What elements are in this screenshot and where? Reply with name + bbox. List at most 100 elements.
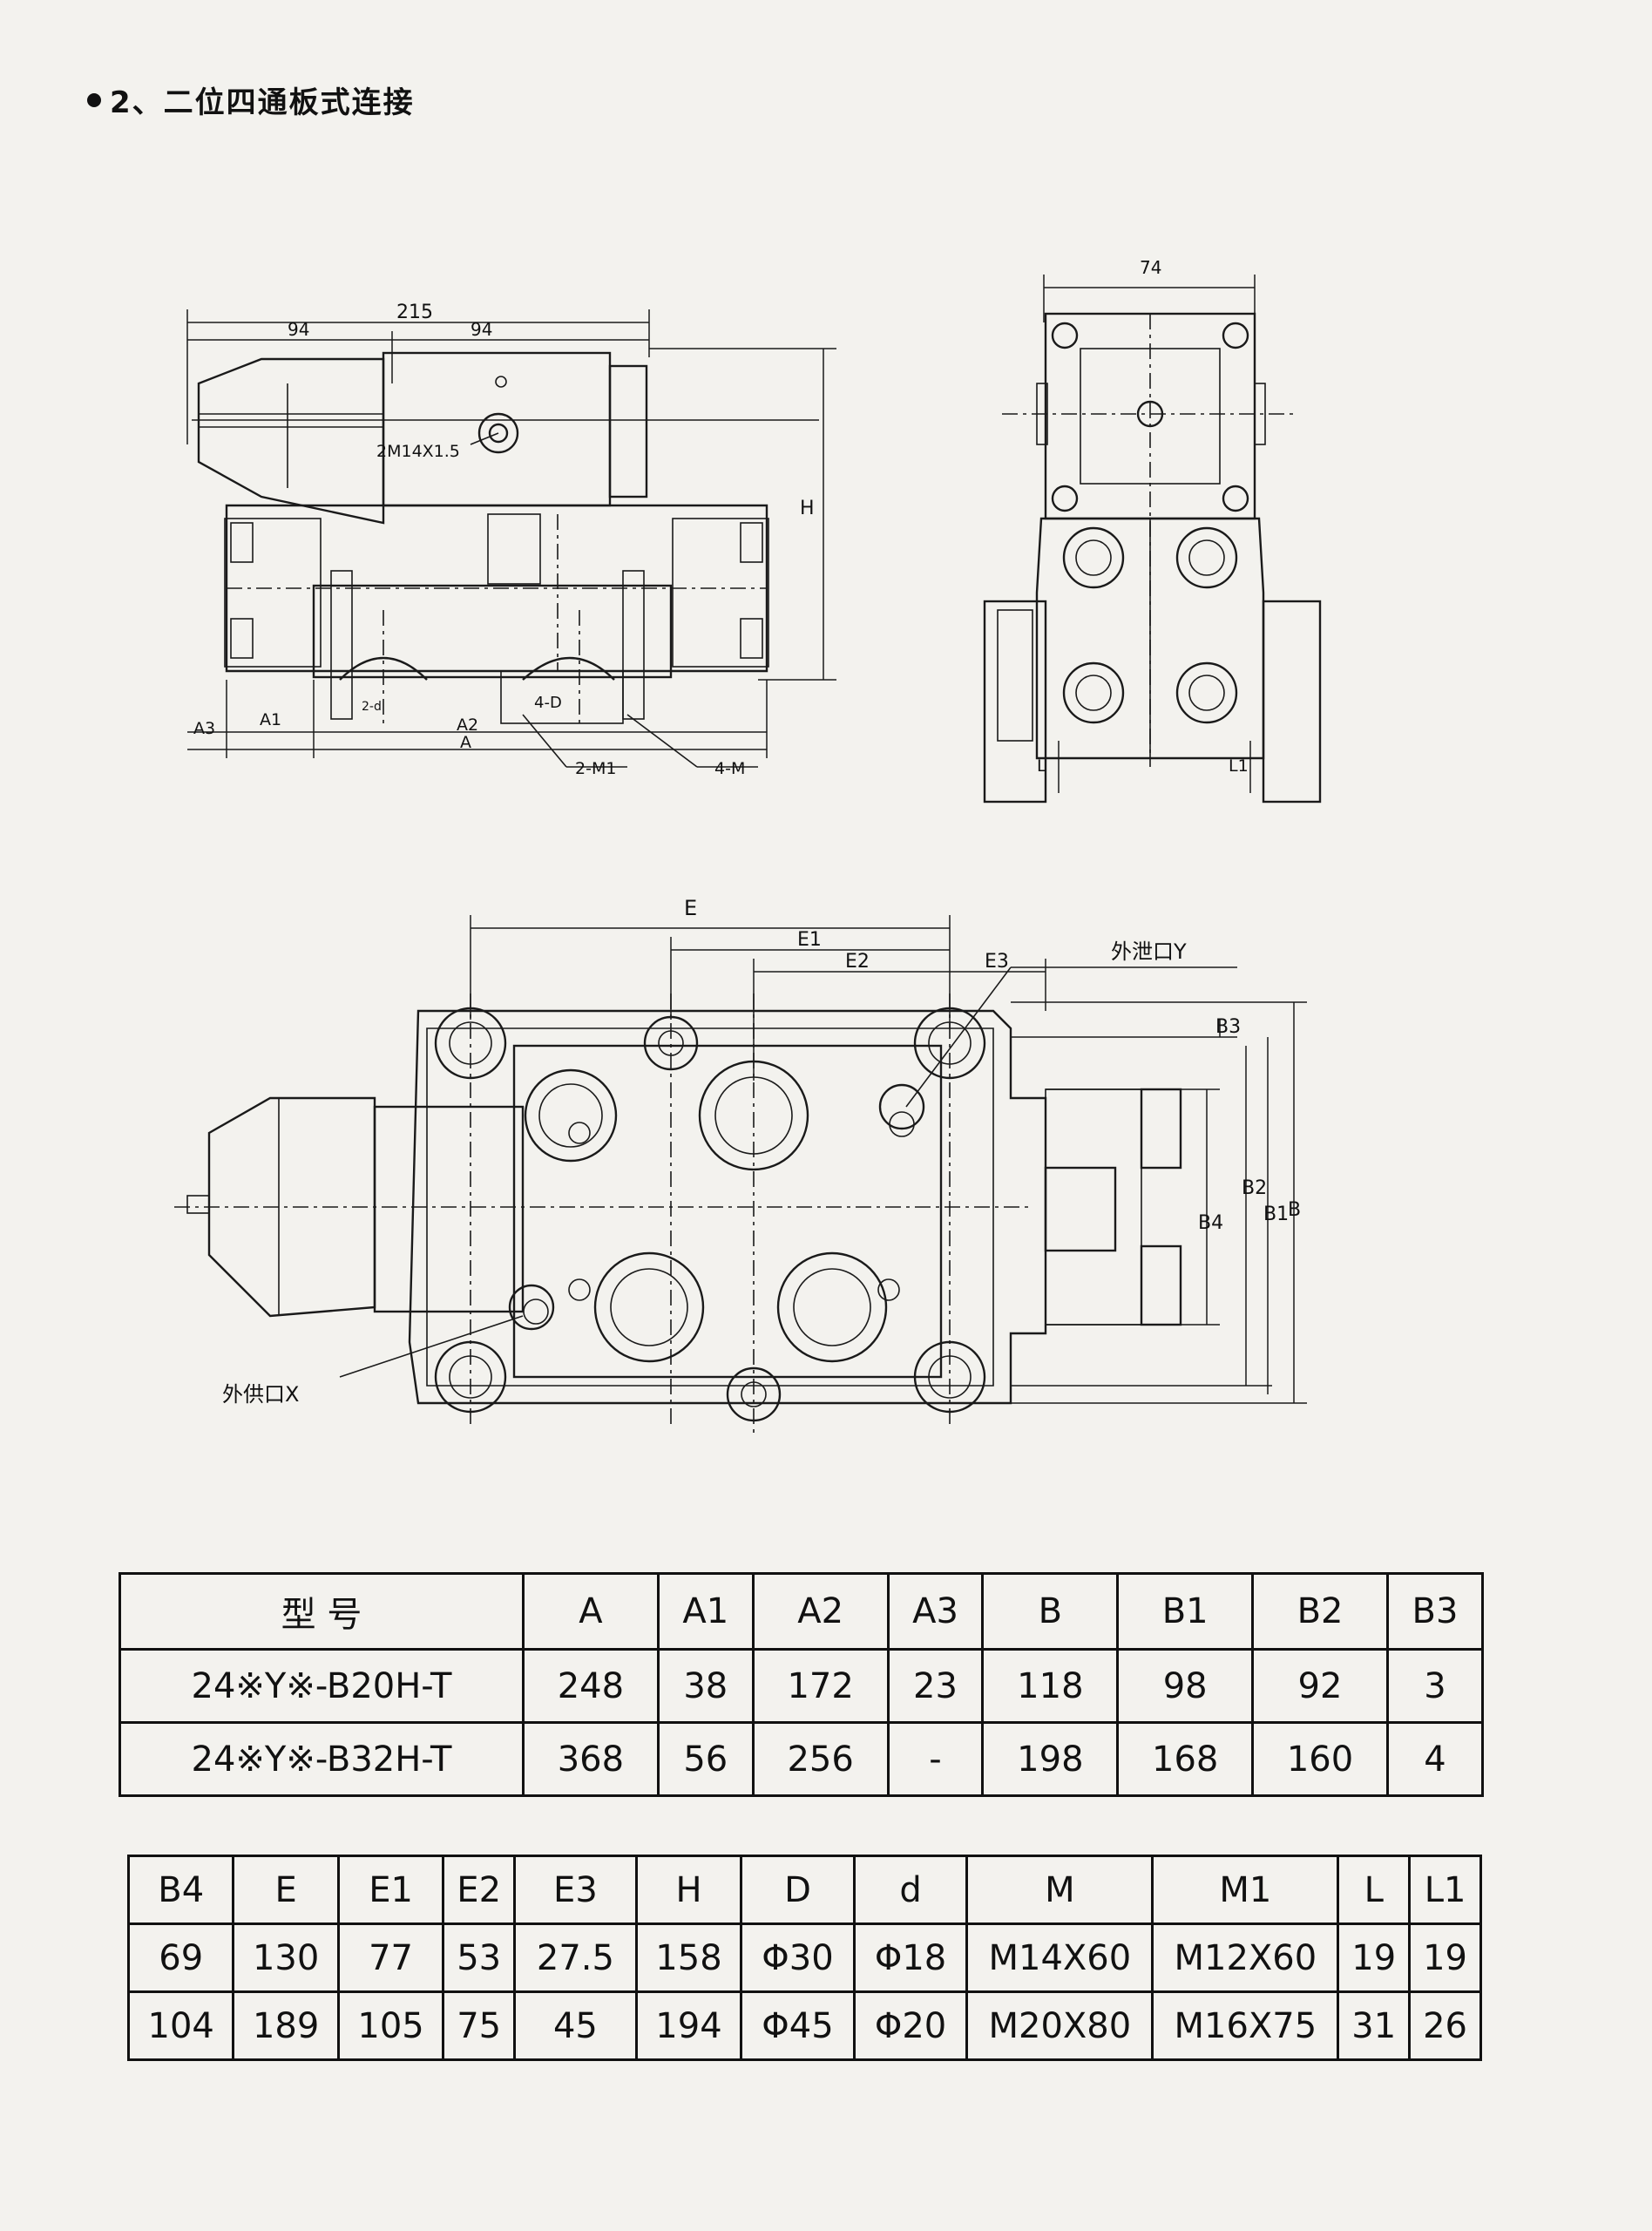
table-cell: 38	[656, 1648, 755, 1724]
plan-view: E E1 E2 E3 外泄口Y	[174, 896, 1307, 1438]
supply-port-label: 外供口X	[222, 1382, 299, 1407]
plan-E-label: E	[684, 896, 697, 920]
table-header: L1	[1408, 1855, 1482, 1925]
table-cell: 194	[634, 1990, 743, 2061]
table-header: B1	[1116, 1572, 1255, 1651]
dim-215-label: 215	[396, 302, 433, 323]
table-cell: 130	[232, 1922, 340, 1993]
section-heading: 2、二位四通板式连接	[87, 78, 415, 121]
table-cell: 19	[1408, 1922, 1482, 1993]
table-header-row: B4 E E1 E2 E3 H D d M M1 L L1	[126, 1855, 1482, 1925]
table-cell: M20X80	[965, 1990, 1154, 2061]
table-header: L	[1337, 1855, 1412, 1925]
table-header: A	[522, 1572, 660, 1651]
plan-E2-label: E2	[845, 951, 870, 973]
table-cell: 31	[1337, 1990, 1412, 2061]
side-view: 74 L L1	[983, 257, 1322, 804]
table-cell: M16X75	[1151, 1990, 1340, 2061]
table-header-row: 型 号 A A1 A2 A3 B B1 B2 B3	[118, 1572, 1485, 1651]
plan-B2-label: B2	[1242, 1177, 1267, 1199]
dim-2d-label: 2-d	[362, 700, 382, 714]
table-header: d	[852, 1855, 969, 1925]
table-cell: 198	[981, 1721, 1120, 1797]
table-row: 104 189 105 75 45 194 Φ45 Φ20 M20X80 M16…	[126, 1990, 1482, 2061]
front-view: 215 94 94 2M14X1.5 H	[186, 302, 836, 778]
dim-94-right-label: 94	[471, 319, 492, 340]
plan-B1-label: B1	[1263, 1204, 1289, 1225]
table-header: 型 号	[118, 1572, 525, 1651]
table-cell: 27.5	[513, 1922, 638, 1993]
dim-A3-label: A3	[193, 719, 215, 738]
table-cell: 118	[981, 1648, 1120, 1724]
table-cell: 256	[751, 1721, 890, 1797]
table-cell: 19	[1337, 1922, 1412, 1993]
table-cell: 168	[1116, 1721, 1255, 1797]
table-cell: 23	[886, 1648, 985, 1724]
dim-4D-label: 4-D	[534, 694, 562, 712]
dim-A1-label: A1	[260, 710, 281, 729]
table-cell: M14X60	[965, 1922, 1154, 1993]
table-row: 69 130 77 53 27.5 158 Φ30 Φ18 M14X60 M12…	[126, 1922, 1482, 1993]
table-header: E3	[513, 1855, 638, 1925]
section-title: 2、二位四通板式连接	[110, 85, 415, 120]
table-cell: 45	[513, 1990, 638, 2061]
table-cell: Φ20	[852, 1990, 969, 2061]
table-row: 24※Y※-B20H-T 248 38 172 23 118 98 92 3	[118, 1648, 1485, 1724]
technical-drawing: 215 94 94 2M14X1.5 H	[174, 257, 1322, 1438]
table-cell: Φ18	[852, 1922, 969, 1993]
table-cell: 4	[1385, 1721, 1485, 1797]
table-cell: 3	[1385, 1648, 1485, 1724]
dim-94-left-label: 94	[288, 319, 309, 340]
dim-A2-label: A2	[457, 715, 478, 735]
table-cell: 368	[522, 1721, 660, 1797]
spec-table-2: B4 E E1 E2 E3 H D d M M1 L L1 69 130 77 …	[126, 1855, 1482, 2061]
port-thread-label: 2M14X1.5	[376, 442, 460, 461]
table-cell: 104	[126, 1990, 235, 2061]
table-cell: 69	[126, 1922, 235, 1993]
table-cell: -	[886, 1721, 985, 1797]
plan-B-label: B	[1288, 1199, 1301, 1221]
table-cell: 92	[1251, 1648, 1389, 1724]
table-cell: 24※Y※-B20H-T	[118, 1648, 525, 1724]
plan-E3-label: E3	[985, 951, 1009, 973]
table-cell: 105	[336, 1990, 445, 2061]
side-L1-label: L1	[1229, 756, 1249, 776]
table-cell: 160	[1251, 1721, 1389, 1797]
table-cell: 56	[656, 1721, 755, 1797]
table-header: E1	[336, 1855, 445, 1925]
table-cell: 189	[232, 1990, 340, 2061]
plan-E1-label: E1	[797, 929, 822, 951]
bullet-icon	[87, 92, 101, 107]
table-cell: 75	[442, 1990, 517, 2061]
dim-2M1-label: 2-M1	[575, 759, 616, 778]
side-L-label: L	[1037, 756, 1046, 776]
table-header: B4	[126, 1855, 235, 1925]
table-header: B3	[1385, 1572, 1485, 1651]
table-header: B2	[1251, 1572, 1389, 1651]
table-cell: M12X60	[1151, 1922, 1340, 1993]
table-cell: Φ30	[740, 1922, 856, 1993]
table-cell: 158	[634, 1922, 743, 1993]
table-cell: 248	[522, 1648, 660, 1724]
table-header: M1	[1151, 1855, 1340, 1925]
table-cell: 98	[1116, 1648, 1255, 1724]
table-header: B	[981, 1572, 1120, 1651]
dim-H-label: H	[800, 498, 815, 519]
table-header: D	[740, 1855, 856, 1925]
plan-B3-label: B3	[1215, 1016, 1241, 1038]
plan-B4-label: B4	[1198, 1212, 1223, 1234]
table-header: A3	[886, 1572, 985, 1651]
table-cell: 77	[336, 1922, 445, 1993]
table-cell: 172	[751, 1648, 890, 1724]
drain-port-label: 外泄口Y	[1111, 939, 1187, 964]
table-cell: 53	[442, 1922, 517, 1993]
spec-table-1: 型 号 A A1 A2 A3 B B1 B2 B3 24※Y※-B20H-T 2…	[118, 1572, 1485, 1797]
table-header: M	[965, 1855, 1154, 1925]
table-header: E2	[442, 1855, 517, 1925]
table-cell: Φ45	[740, 1990, 856, 2061]
table-header: H	[634, 1855, 743, 1925]
table-row: 24※Y※-B32H-T 368 56 256 - 198 168 160 4	[118, 1721, 1485, 1797]
table-header: A2	[751, 1572, 890, 1651]
table-cell: 24※Y※-B32H-T	[118, 1721, 525, 1797]
dim-A-label: A	[460, 733, 471, 752]
